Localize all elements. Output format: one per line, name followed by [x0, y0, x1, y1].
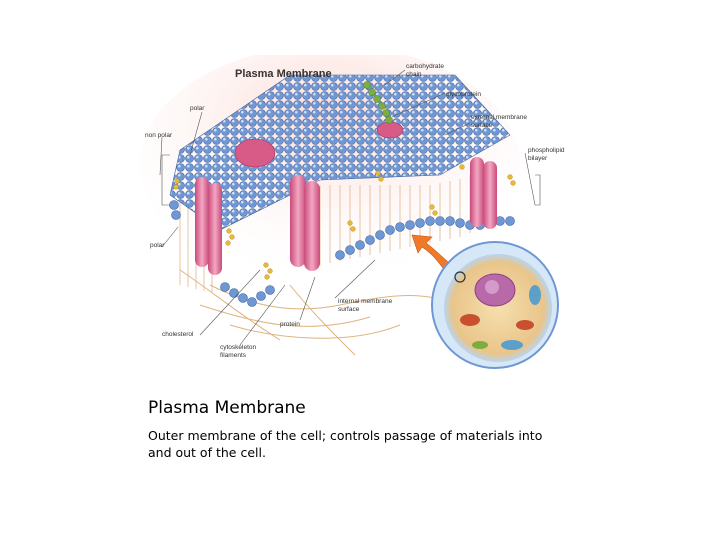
leader-lines: [159, 69, 541, 346]
polar-top-label: polar: [190, 105, 205, 112]
cytoskeleton-label-2: filaments: [220, 352, 247, 359]
cell-inset: [431, 241, 559, 369]
transmembrane-proteins: [195, 157, 497, 275]
cytoskeleton-label: cytoskeleton: [220, 344, 257, 351]
internal-surface-label: internal membrane: [338, 298, 393, 305]
phospholipid-bilayer-label: phospholipid: [528, 147, 565, 154]
non-polar-label: non polar: [145, 132, 173, 139]
external-surface-label-2: surface: [471, 122, 493, 129]
carbohydrate-chain: [363, 81, 393, 124]
carbohydrate-chain-label: carbohydrate: [406, 63, 444, 70]
polar-bottom-label: polar: [150, 242, 165, 249]
carbohydrate-chain-label-2: chain: [406, 71, 422, 78]
caption-title: Plasma Membrane: [148, 398, 306, 418]
glycoprotein-label: glycoprotein: [446, 91, 481, 98]
plasma-membrane-diagram: Plasma Membrane carbohydrate chain glyco…: [140, 55, 565, 369]
diagram-title: Plasma Membrane: [235, 68, 332, 80]
phospholipid-bilayer-label-2: bilayer: [528, 155, 548, 162]
protein-label: protein: [280, 321, 300, 328]
glycoprotein-bumps: [234, 121, 404, 168]
internal-surface-label-2: surface: [338, 306, 360, 313]
external-membrane-surface: [169, 74, 511, 231]
caption-text: Outer membrane of the cell; controls pas…: [148, 428, 543, 460]
cholesterol-molecules: [173, 164, 516, 280]
cholesterol-label: cholesterol: [162, 331, 194, 338]
external-surface-label: external membrane: [471, 114, 527, 121]
